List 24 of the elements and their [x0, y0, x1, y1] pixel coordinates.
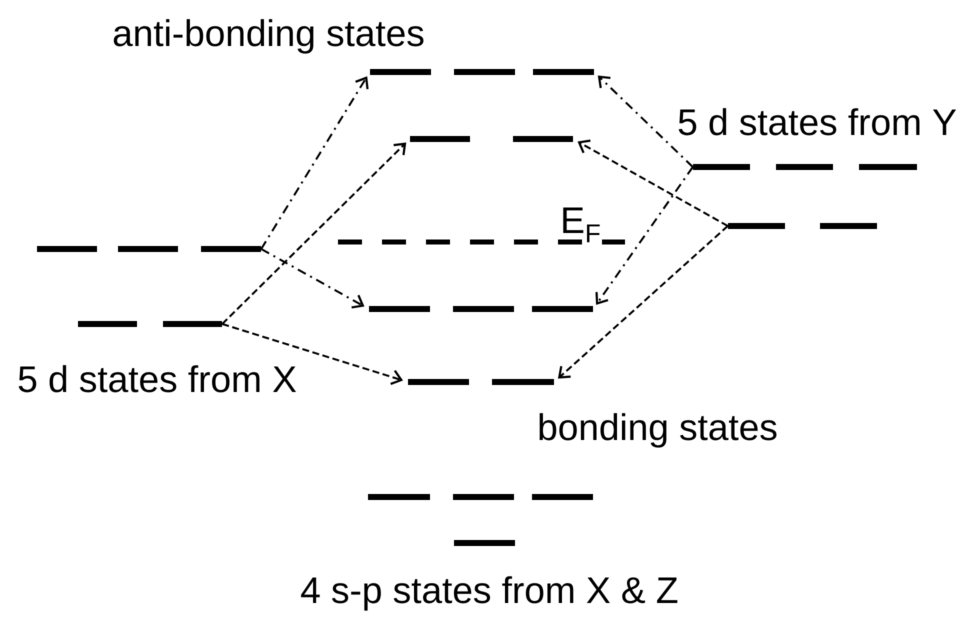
energy-level	[408, 379, 554, 385]
arrow	[222, 323, 404, 385]
energy-level	[454, 540, 515, 546]
arrow	[260, 76, 369, 250]
arrow	[598, 75, 694, 168]
energy-level	[78, 321, 222, 327]
arrow	[260, 248, 364, 308]
state-label: 5 d states from Y	[678, 108, 956, 136]
state-label: bonding states	[540, 413, 776, 448]
arrow	[558, 225, 728, 379]
arrow	[595, 166, 694, 305]
energy-level	[370, 69, 594, 75]
energy-level	[369, 306, 593, 312]
arrow	[578, 140, 728, 227]
state-label: anti-bonding states	[114, 19, 424, 54]
state-label: 4 s-p states from X & Z	[301, 576, 678, 611]
energy-level	[693, 164, 917, 170]
energy-level	[37, 246, 261, 252]
energy-level	[368, 494, 593, 500]
fermi-level-label: E$_{F}$	[563, 208, 600, 242]
state-label: 5 d states from X	[18, 365, 296, 392]
energy-level	[410, 136, 573, 142]
energy-level	[728, 223, 877, 229]
arrow	[222, 142, 406, 325]
